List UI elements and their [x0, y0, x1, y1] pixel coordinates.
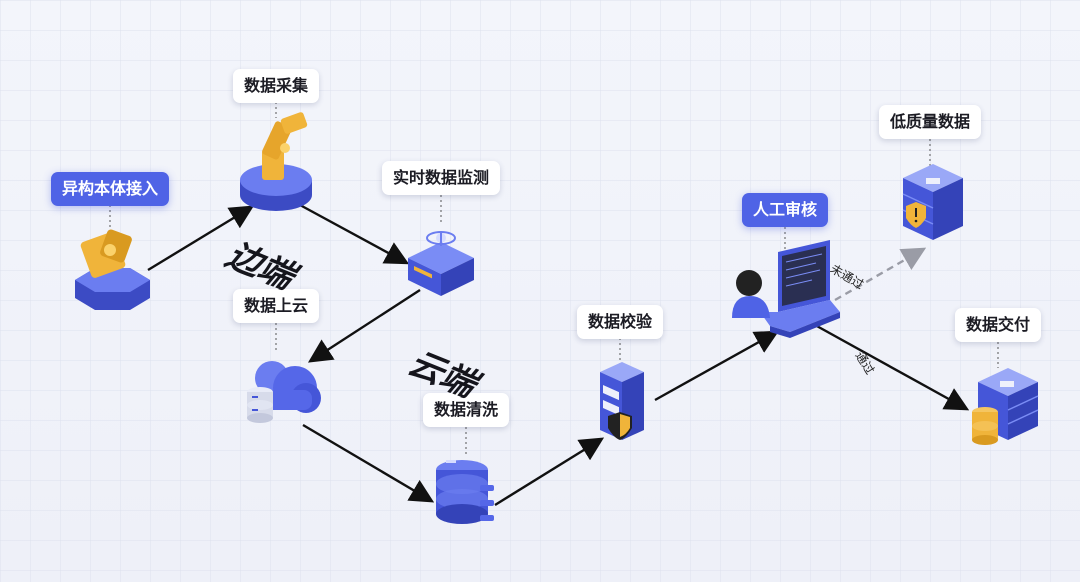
delivery-server-icon	[972, 368, 1039, 445]
arrow-monitoring-to-cloud	[307, 288, 421, 363]
label-manual-review: 人工审核	[741, 193, 829, 227]
label-data-validation: 数据校验	[576, 305, 664, 339]
arrow-review-to-low-quality	[834, 247, 927, 302]
label-data-to-cloud: 数据上云	[232, 289, 320, 323]
arrow-validation-to-review	[654, 330, 780, 402]
label-data-cleaning: 数据清洗	[422, 393, 510, 427]
robot-arm-icon	[75, 229, 150, 310]
label-heterogeneous-access: 异构本体接入	[50, 172, 170, 206]
label-data-collection: 数据采集	[232, 69, 320, 103]
arrow-collection-to-monitoring	[299, 203, 410, 265]
laptop-user-icon	[732, 240, 840, 338]
arrow-cloud-to-cleaning	[302, 423, 435, 503]
arrow-access-to-collection	[147, 205, 255, 272]
arrow-cleaning-to-validation	[494, 437, 605, 507]
database-stack-icon	[436, 460, 494, 524]
label-realtime-monitoring: 实时数据监测	[381, 161, 501, 195]
shield-server-icon	[600, 362, 644, 440]
arrow-review-to-delivery	[814, 323, 970, 411]
cloud-database-icon	[247, 361, 321, 423]
warning-server-icon	[902, 164, 963, 240]
label-data-delivery: 数据交付	[954, 308, 1042, 342]
server-sensor-icon	[408, 231, 474, 296]
robot-arm-collection-icon	[240, 112, 312, 211]
label-low-quality-data: 低质量数据	[878, 105, 982, 139]
